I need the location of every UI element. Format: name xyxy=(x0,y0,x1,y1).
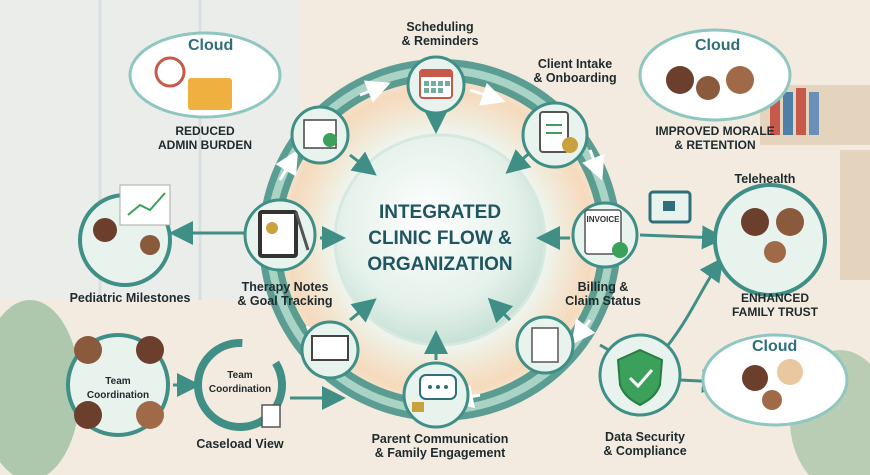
center-title: INTEGRATED CLINIC FLOW & ORGANIZATION xyxy=(367,202,513,275)
outcome-family-cloud xyxy=(701,333,849,427)
team-avatar xyxy=(136,401,164,429)
node-invoice-docs xyxy=(515,315,575,375)
label-security: Data Security & Compliance xyxy=(603,430,687,458)
folder-icon xyxy=(188,78,232,110)
node-security xyxy=(598,333,682,417)
node-parent xyxy=(402,361,470,429)
monitor-icon xyxy=(311,335,349,361)
outcome-telehealth xyxy=(648,183,827,297)
outcome-milestones xyxy=(78,184,172,287)
label-intake: Client Intake & Onboarding xyxy=(533,57,617,85)
chart-card-icon xyxy=(119,184,171,226)
label-caseload-inner: Team Coordination xyxy=(208,370,272,395)
cloud-label-admin: Cloud xyxy=(188,37,234,54)
team-avatar xyxy=(74,336,102,364)
node-intake xyxy=(521,101,589,169)
outcome-morale xyxy=(638,28,792,122)
label-scheduling: Scheduling & Reminders xyxy=(401,20,479,48)
caseload-cycle xyxy=(194,339,286,431)
shield-check-icon xyxy=(616,348,664,407)
invoice-badge-text: INVOICE xyxy=(587,215,621,224)
team-coordination-group xyxy=(66,333,170,437)
team-avatar xyxy=(74,401,102,429)
label-parent: Parent Communication & Family Engagement xyxy=(371,432,509,460)
label-admin: REDUCED ADMIN BURDEN xyxy=(158,124,252,152)
invoice-icon xyxy=(584,209,622,255)
label-milestones: Pediatric Milestones xyxy=(69,291,191,305)
node-billing: INVOICE xyxy=(571,201,639,269)
label-billing: Billing & Claim Status xyxy=(565,280,641,308)
label-notes: Therapy Notes & Goal Tracking xyxy=(237,280,333,308)
label-team: Team Coordination xyxy=(86,376,150,401)
label-morale: IMPROVED MORALE & RETENTION xyxy=(655,124,775,152)
document-icon xyxy=(531,327,559,363)
cloud-label-morale: Cloud xyxy=(695,37,741,54)
label-caseload: Caseload View xyxy=(196,437,284,451)
node-notes xyxy=(243,198,317,272)
node-video xyxy=(300,320,360,380)
label-telehealth: Telehealth xyxy=(734,172,796,186)
node-scheduling xyxy=(406,55,466,115)
cloud-label-family: Cloud xyxy=(752,338,798,355)
outcome-admin xyxy=(128,31,282,119)
label-trust: ENHANCED FAMILY TRUST xyxy=(731,291,818,319)
team-avatar xyxy=(136,336,164,364)
node-checklist xyxy=(290,105,350,165)
caseload-document-icon xyxy=(261,404,281,428)
